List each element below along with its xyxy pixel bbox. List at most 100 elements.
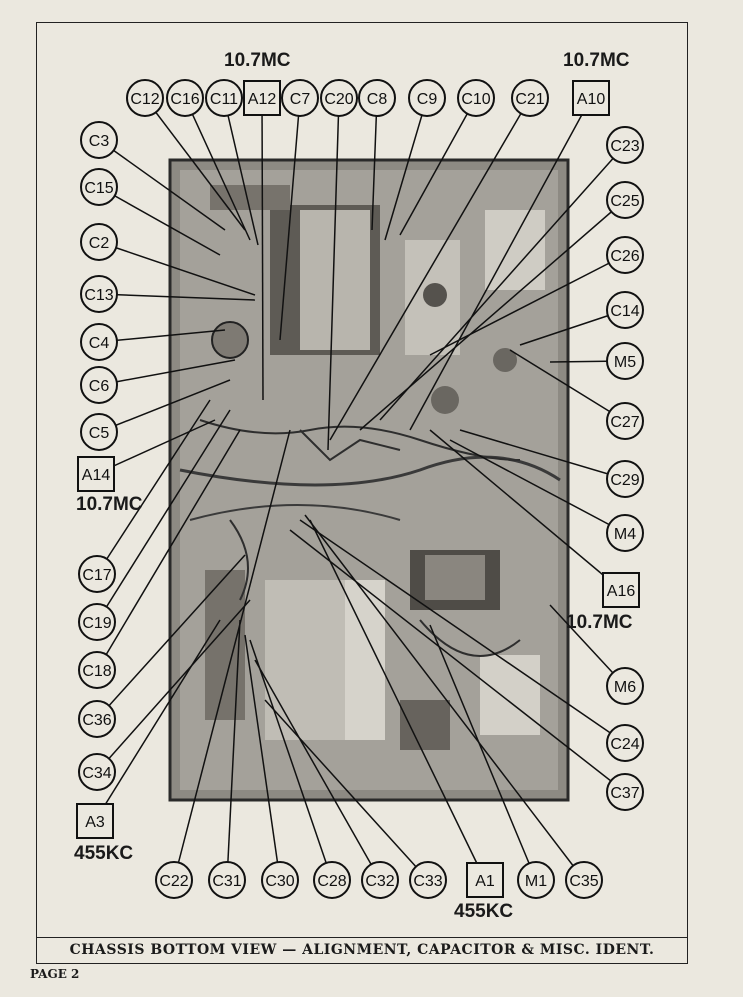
callout-circle-c13 [80, 275, 118, 313]
callout-circle-c10 [457, 79, 495, 117]
leader-line-c27 [509, 349, 626, 422]
callout-circle-c19 [78, 603, 116, 641]
callout-circle-c12 [126, 79, 164, 117]
leader-line-c3 [98, 139, 226, 231]
callout-circle-c21 [511, 79, 549, 117]
callout-label-c37: C37 [610, 785, 639, 802]
freq-label-top-left: 10.7MC [224, 50, 291, 71]
leader-line-a1 [309, 519, 486, 881]
callout-label-c11: C11 [210, 91, 238, 108]
callout-circle-c22 [155, 861, 193, 899]
callout-circle-c37 [606, 773, 644, 811]
leader-line-c8 [371, 97, 378, 231]
callout-circle-c5 [80, 413, 118, 451]
leader-line-c17 [96, 399, 211, 575]
leader-line-c21 [329, 97, 531, 441]
callout-circle-c27 [606, 402, 644, 440]
callout-circle-c20 [320, 79, 358, 117]
leader-line-c12 [144, 97, 246, 231]
callout-label-c25: C25 [610, 193, 639, 210]
callout-circle-c18 [78, 651, 116, 689]
callout-label-c36: C36 [82, 712, 111, 729]
leader-line-c32 [254, 659, 381, 881]
freq-label-bottom-left: 455KC [74, 843, 134, 864]
leader-line-c13 [98, 293, 256, 301]
leader-line-a16 [429, 429, 622, 591]
callout-circle-c7 [281, 79, 319, 117]
callout-label-c3: C3 [89, 133, 110, 150]
chassis-photo [168, 158, 570, 802]
callout-label-m1: M1 [525, 873, 547, 890]
callout-label-m4: M4 [614, 526, 636, 543]
freq-label-right-mid: 10.7MC [566, 612, 633, 633]
leader-line-a12 [261, 97, 264, 401]
callout-label-c14: C14 [610, 303, 639, 320]
callout-circle-c17 [78, 555, 116, 593]
leader-line-c7 [279, 97, 301, 341]
leader-line-c18 [96, 429, 241, 671]
leader-line-c28 [249, 639, 333, 881]
leader-line-c9 [384, 97, 428, 241]
callout-circle-m1 [517, 861, 555, 899]
callout-circle-c11 [205, 79, 243, 117]
callout-label-c33: C33 [413, 873, 442, 890]
leader-line-c16 [184, 97, 251, 241]
callout-circle-c35 [565, 861, 603, 899]
leader-line-c5 [98, 379, 231, 433]
callout-label-c21: C21 [515, 91, 544, 108]
callout-label-c32: C32 [365, 873, 394, 890]
callout-label-c30: C30 [265, 873, 294, 890]
alignment-box-a1 [466, 862, 504, 898]
callout-circle-c3 [80, 121, 118, 159]
callout-label-c18: C18 [82, 663, 111, 680]
leader-line-m1 [429, 624, 537, 881]
leader-line-c11 [223, 97, 259, 246]
leader-line-c31 [226, 619, 241, 881]
callout-label-c20: C20 [324, 91, 353, 108]
callout-circle-c30 [261, 861, 299, 899]
leader-line-c10 [399, 97, 477, 236]
callout-label-a1: A1 [475, 873, 495, 890]
callout-label-c13: C13 [84, 287, 113, 304]
callout-label-a3: A3 [85, 814, 105, 831]
leader-lines [94, 97, 626, 881]
callout-circle-c24 [606, 724, 644, 762]
callout-circle-c16 [166, 79, 204, 117]
callout-label-c24: C24 [610, 736, 639, 753]
callout-circle-c36 [78, 700, 116, 738]
leader-line-a10 [409, 97, 592, 431]
callout-label-a16: A16 [607, 583, 636, 600]
leader-line-c36 [96, 554, 246, 720]
leader-line-c33 [264, 699, 429, 881]
callout-label-c5: C5 [89, 425, 110, 442]
leader-line-c34 [96, 599, 251, 773]
leader-line-c26 [429, 254, 626, 356]
callout-circle-c29 [606, 460, 644, 498]
leader-line-c15 [98, 186, 221, 256]
callout-label-c16: C16 [170, 91, 199, 108]
page-number: PAGE 2 [30, 967, 80, 981]
callout-label-c10: C10 [461, 91, 490, 108]
callout-label-c19: C19 [82, 615, 111, 632]
leader-line-c6 [98, 359, 236, 386]
callout-label-c17: C17 [82, 567, 111, 584]
callout-circle-c31 [208, 861, 246, 899]
leader-line-c22 [173, 429, 291, 881]
leader-line-a3 [94, 619, 221, 822]
callout-label-c23: C23 [610, 138, 639, 155]
callout-label-a10: A10 [577, 91, 606, 108]
figure-caption: CHASSIS BOTTOM VIEW — ALIGNMENT, CAPACIT… [36, 937, 688, 964]
alignment-box-a16 [602, 572, 640, 608]
callout-circle-m6 [606, 667, 644, 705]
callout-label-c26: C26 [610, 248, 639, 265]
callout-label-a14: A14 [82, 467, 111, 484]
callout-label-c7: C7 [290, 91, 311, 108]
freq-label-top-right: 10.7MC [563, 50, 630, 71]
callout-label-m5: M5 [614, 354, 636, 371]
callout-circle-c2 [80, 223, 118, 261]
callout-circle-c14 [606, 291, 644, 329]
freq-label-left-mid: 10.7MC [76, 494, 143, 515]
callout-label-c2: C2 [89, 235, 110, 252]
